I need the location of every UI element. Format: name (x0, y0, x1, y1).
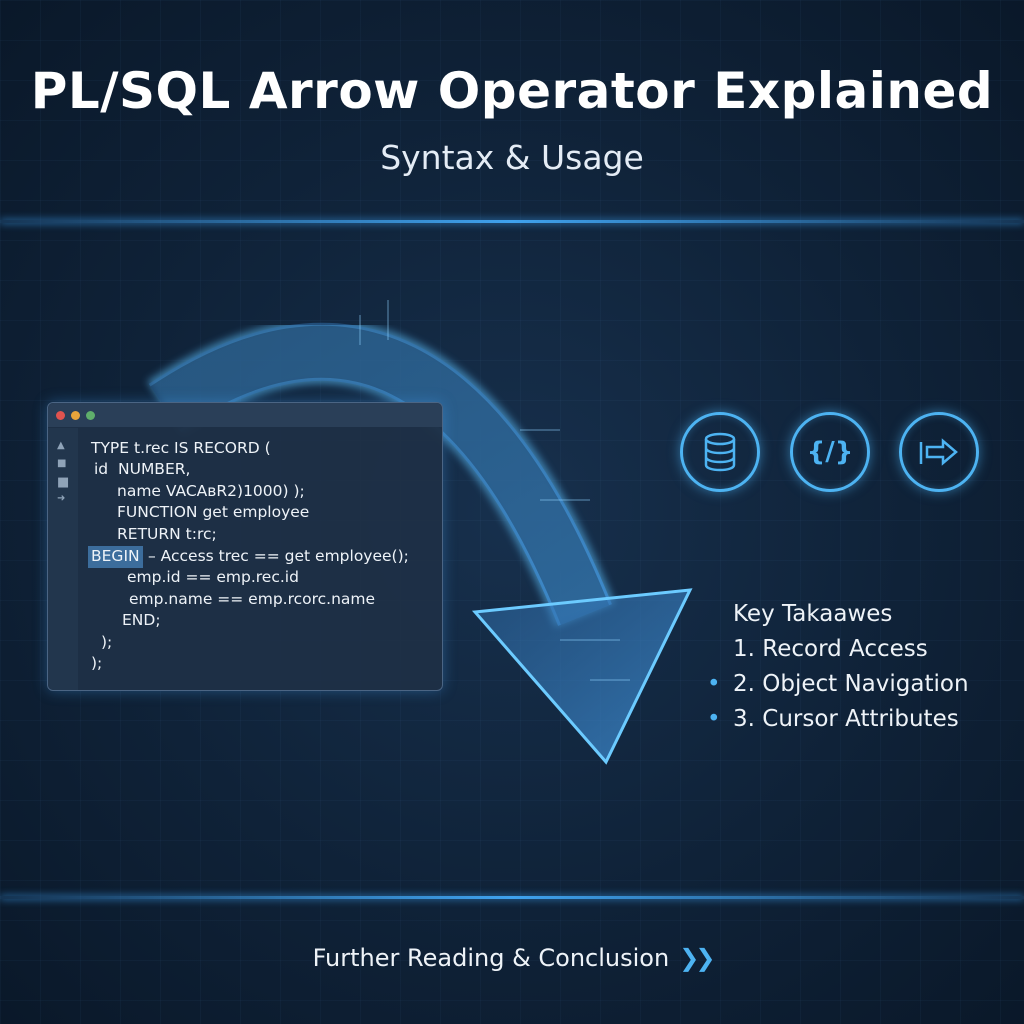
bullet-icon: • (707, 706, 721, 732)
square-large-icon: ■ (57, 475, 70, 490)
code-line: name VACAвR2)1000) ); (117, 482, 305, 500)
minimize-dot[interactable] (71, 410, 80, 420)
editor-gutter: ▲ ■ ■ ➜ (48, 428, 78, 690)
page-subtitle: Syntax & Usage (380, 138, 644, 177)
takeaway-item: 2. Object Navigation (733, 671, 969, 697)
code-line: RETURN t:rc; (117, 525, 217, 543)
top-divider (0, 220, 1024, 223)
code-editor-window: ▲ ■ ■ ➜ TYPE t.rec IS RECORD ( id NUMBER… (47, 402, 443, 691)
code-line: emp.name == emp.rcorc.name (129, 590, 376, 608)
code-line: TYPE t.rec IS RECORD ( (91, 439, 271, 457)
code-icon: {/} (790, 412, 870, 492)
arrow-head (471, 588, 693, 765)
begin-keyword-highlight: BEGIN (88, 546, 143, 568)
square-icon: ■ (57, 458, 67, 469)
code-line: END; (122, 611, 161, 629)
page-title: PL/SQL Arrow Operator Explained (30, 62, 994, 120)
triangle-up-icon: ▲ (57, 440, 65, 451)
key-takeaways: Key Takaawes 1. Record Access • 2. Object… (707, 597, 969, 737)
takeaway-item: 3. Cursor Attributes (733, 706, 959, 732)
takeaway-item: 1. Record Access (733, 636, 928, 662)
footer-label: Further Reading & Conclusion (312, 944, 670, 972)
code-line: ); (91, 654, 103, 672)
double-chevron-right-icon: ❯❯ (679, 944, 715, 972)
bullet-icon: • (707, 671, 721, 697)
code-line: FUNCTION get employee (117, 503, 310, 521)
arrow-right-icon (899, 412, 979, 492)
takeaways-heading: Key Takaawes (733, 601, 893, 627)
code-line: – Access trec == get employee(); (148, 547, 409, 565)
code-line: emp.id == emp.rec.id (127, 568, 299, 586)
bottom-divider (0, 896, 1024, 899)
arrow-down-icon: ➜ (57, 493, 66, 504)
further-reading-link[interactable]: Further Reading & Conclusion ❯❯ (0, 944, 1024, 972)
maximize-dot[interactable] (86, 410, 95, 420)
close-dot[interactable] (56, 410, 65, 420)
database-icon (680, 412, 760, 492)
code-line: ); (101, 633, 113, 651)
code-line: id NUMBER, (94, 460, 191, 478)
editor-titlebar (48, 403, 442, 427)
